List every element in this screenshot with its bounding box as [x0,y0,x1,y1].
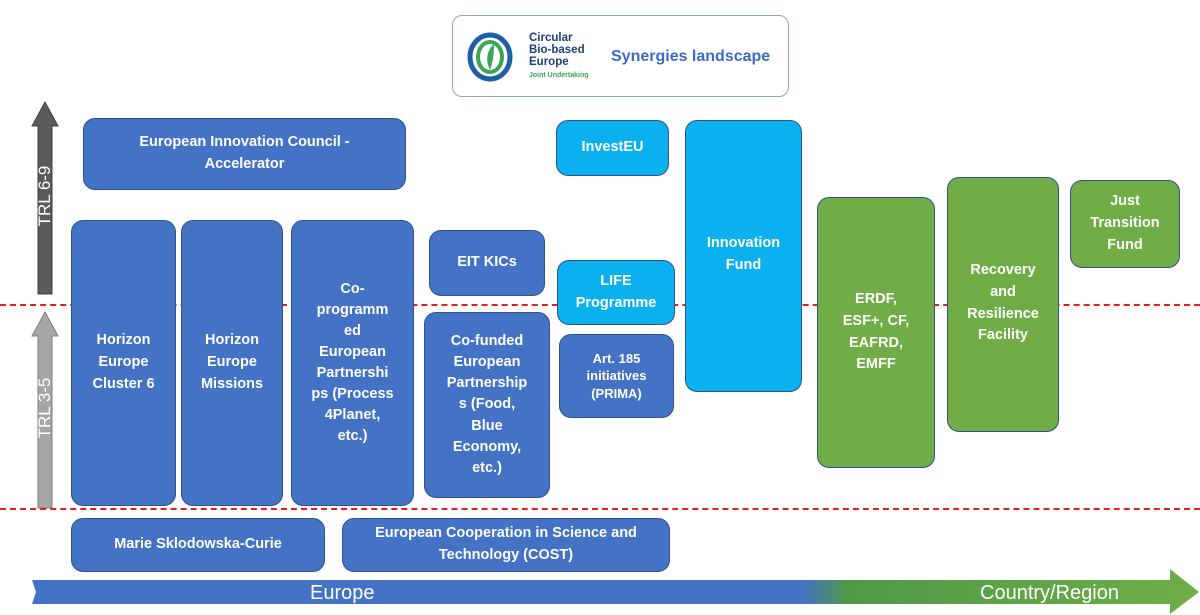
trl-upper-arrow [31,100,59,295]
box-horizon-missions: Horizon Europe Missions [181,220,283,506]
box-recovery-resilience-facility: Recovery and Resilience Facility [947,177,1059,432]
box-cost: European Cooperation in Science and Tech… [342,518,670,572]
baseline-divider-line [0,508,1200,510]
box-eic-accelerator: European Innovation Council - Accelerato… [83,118,406,190]
box-art185-initiatives: Art. 185 initiatives (PRIMA) [559,334,674,418]
box-marie-sklodowska-curie: Marie Sklodowska-Curie [71,518,325,572]
box-investeu: InvestEU [556,120,669,176]
box-just-transition-fund: Just Transition Fund [1070,180,1180,268]
box-life-programme: LIFE Programme [557,260,675,325]
trl-lower-label: TRL 3-5 [35,377,54,439]
org-subtitle: Joint Undertaking [529,72,589,79]
cbe-logo-icon [467,32,513,82]
box-horizon-cluster6: Horizon Europe Cluster 6 [71,220,176,506]
box-erdf-esf-cf-eafrd-emff: ERDF, ESF+, CF, EAFRD, EMFF [817,197,935,468]
page-title: Synergies landscape [611,48,771,65]
trl-upper-label: TRL 6-9 [35,165,54,227]
box-eit-kics: EIT KICs [429,230,545,296]
box-innovation-fund: Innovation Fund [685,120,802,392]
logo-header: Circular Bio-based Europe Joint Undertak… [452,15,789,97]
org-name-line3: Europe [529,56,569,68]
box-cofunded-partnerships: Co-funded European Partnership s (Food, … [424,312,550,498]
org-name-line1: Circular [529,32,573,44]
org-name-line2: Bio-based [529,44,585,56]
geography-arrow [32,569,1199,614]
europe-label: Europe [310,582,375,604]
country-region-label: Country/Region [980,582,1119,604]
box-coprogrammed-partnerships: Co- programm ed European Partnershi ps (… [291,220,414,506]
